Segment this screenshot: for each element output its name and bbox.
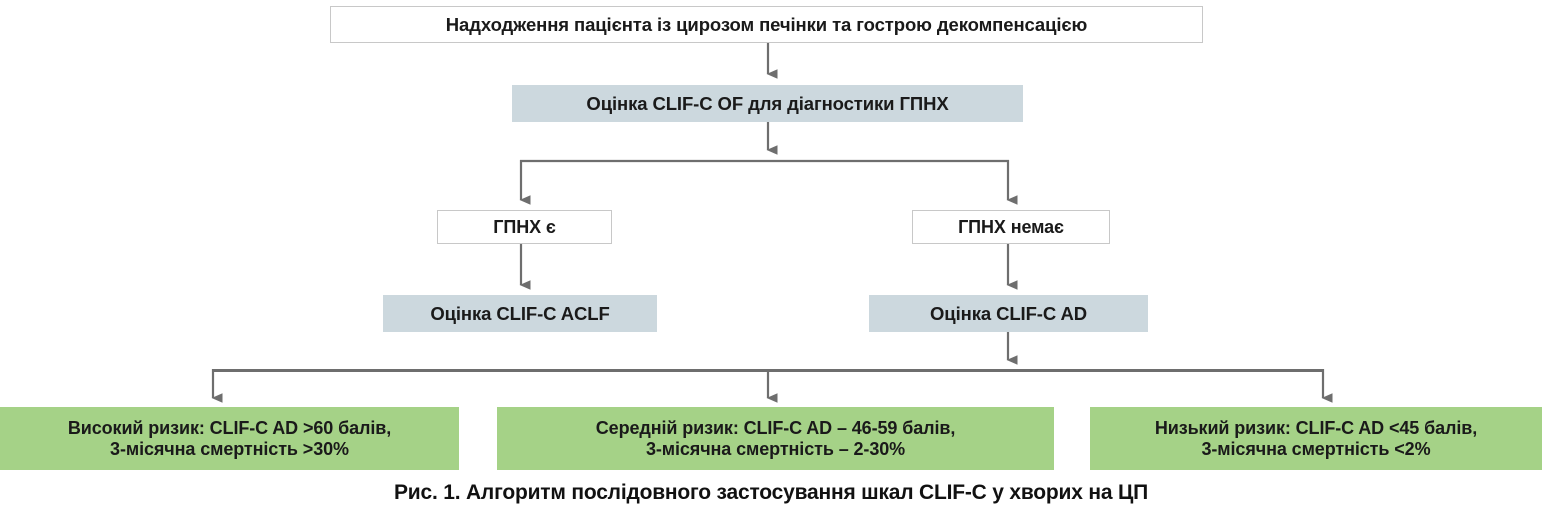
node-clifc-of-label: Оцінка CLIF-C OF для діагностики ГПНХ — [586, 92, 949, 114]
node-risk-high-line2: 3-місячна смертність >30% — [110, 438, 349, 459]
node-aclf-yes-label: ГПНХ є — [493, 216, 556, 237]
node-admission-label: Надходження пацієнта із цирозом печінки … — [445, 13, 1088, 35]
node-clifc-ad-label: Оцінка CLIF-C AD — [930, 302, 1087, 324]
node-risk-high: Високий ризик: CLIF-C AD >60 балів, 3-мі… — [0, 407, 459, 470]
node-clifc-aclf-label: Оцінка CLIF-C ACLF — [430, 302, 610, 324]
node-risk-low-label: Низький ризик: CLIF-C AD <45 балів, 3-мі… — [1147, 418, 1485, 460]
node-clifc-aclf: Оцінка CLIF-C ACLF — [383, 295, 657, 332]
node-risk-low: Низький ризик: CLIF-C AD <45 балів, 3-мі… — [1090, 407, 1542, 470]
node-risk-medium-line2: 3-місячна смертність – 2-30% — [645, 438, 906, 459]
node-aclf-yes: ГПНХ є — [437, 210, 612, 244]
node-risk-medium-label: Середній ризик: CLIF-C AD – 46-59 балів,… — [588, 418, 963, 460]
node-risk-low-line1: Низький ризик: CLIF-C AD <45 балів, — [1154, 417, 1478, 438]
node-risk-medium-line1: Середній ризик: CLIF-C AD – 46-59 балів, — [595, 417, 956, 438]
node-risk-low-line2: 3-місячна смертність <2% — [1201, 438, 1431, 459]
node-aclf-no-label: ГПНХ немає — [958, 216, 1064, 237]
node-risk-high-label: Високий ризик: CLIF-C AD >60 балів, 3-мі… — [60, 418, 399, 460]
node-risk-high-line1: Високий ризик: CLIF-C AD >60 балів, — [67, 417, 392, 438]
node-clifc-of: Оцінка CLIF-C OF для діагностики ГПНХ — [512, 85, 1023, 122]
node-admission: Надходження пацієнта із цирозом печінки … — [330, 6, 1203, 43]
node-clifc-ad: Оцінка CLIF-C AD — [869, 295, 1148, 332]
node-risk-medium: Середній ризик: CLIF-C AD – 46-59 балів,… — [497, 407, 1054, 470]
node-aclf-no: ГПНХ немає — [912, 210, 1110, 244]
figure-caption: Рис. 1. Алгоритм послідовного застосуван… — [393, 481, 1149, 504]
